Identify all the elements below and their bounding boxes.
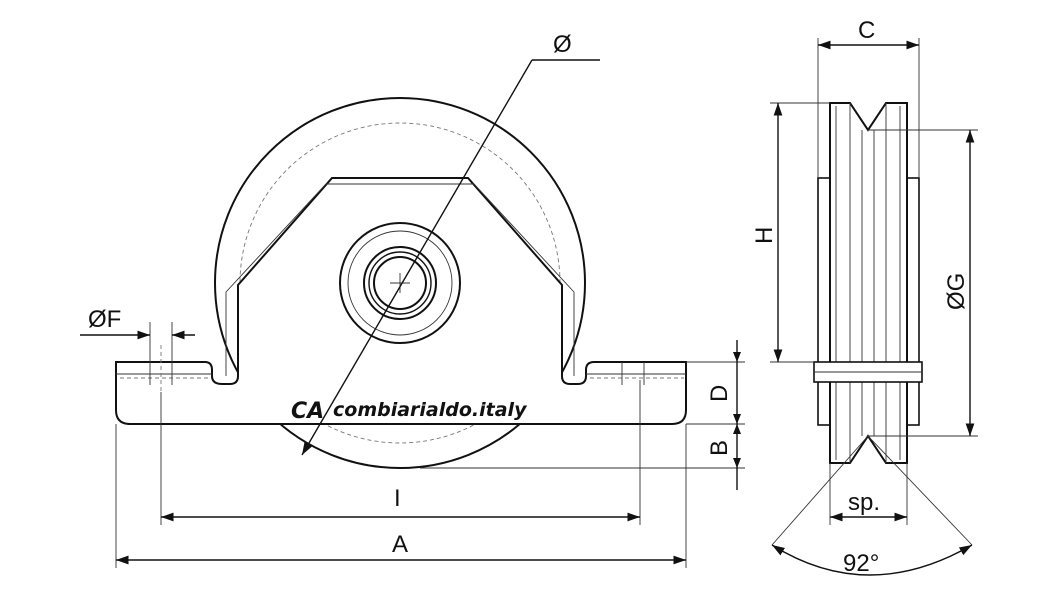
bearing-outer <box>363 246 437 320</box>
brand-name: combiarialdo.italy <box>333 399 528 421</box>
hub-ring <box>347 230 453 336</box>
dim-d-label: D <box>706 385 733 402</box>
dim-b-arrow-bottom <box>733 458 741 468</box>
hub-outer <box>339 222 461 344</box>
bracket-inner-outline <box>225 183 575 376</box>
dim-d-arrow-top <box>733 352 741 362</box>
side-wheel-profile <box>829 102 908 464</box>
axle-circle <box>373 256 427 310</box>
dim-f-label: ØF <box>88 306 121 333</box>
angle-leg-right <box>867 435 973 546</box>
dim-a-label: A <box>392 531 408 558</box>
dim-i-label: I <box>394 485 401 512</box>
side-flange-right <box>906 177 920 426</box>
front-view: CA combiarialdo.italy Ø ØF I A D B <box>80 31 745 568</box>
wheel-outer-circle <box>214 97 586 469</box>
mounting-hole-right <box>621 362 645 385</box>
dim-angle-label: 92° <box>843 550 879 577</box>
angle-arc <box>771 544 973 576</box>
dim-c-label: C <box>858 17 875 44</box>
dim-b-arrow-top <box>733 424 741 434</box>
dim-d-arrow-bottom <box>733 414 741 424</box>
brand-logo: CA combiarialdo.italy <box>291 399 528 424</box>
diameter-leader <box>301 59 533 456</box>
bearing-ring <box>368 251 432 315</box>
dim-g-label: ØG <box>943 273 970 310</box>
dim-diameter-label: Ø <box>553 31 572 58</box>
brand-mark: CA <box>291 399 324 424</box>
dim-b-label: B <box>706 440 733 456</box>
angle-leg-left <box>771 435 869 546</box>
mounting-hole-left <box>149 345 173 392</box>
bracket-body <box>115 177 687 425</box>
dim-h-label: H <box>751 227 778 244</box>
dim-sp-label: sp. <box>848 489 880 516</box>
side-view: C H ØG sp. 92° <box>751 17 978 577</box>
side-flange-left <box>817 177 831 426</box>
